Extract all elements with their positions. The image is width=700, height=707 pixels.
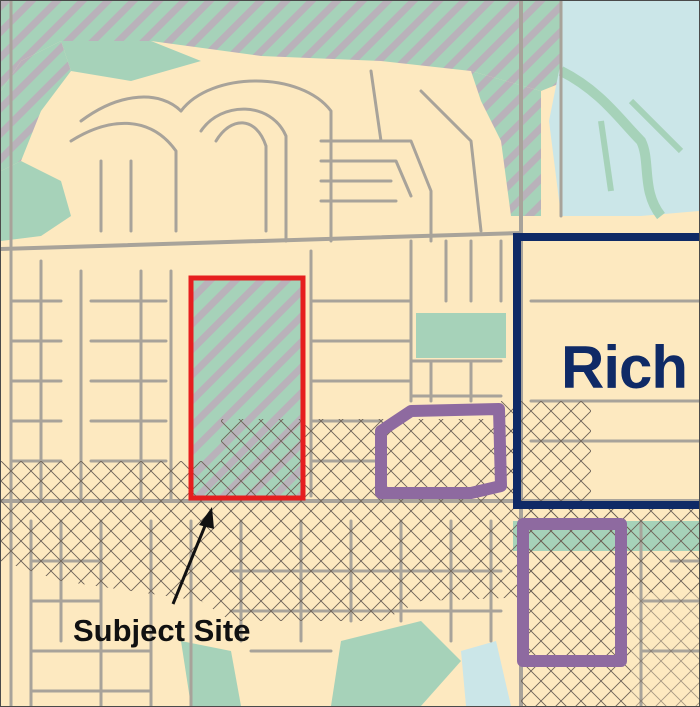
open-space-north-green (61, 41, 201, 81)
creek-northeast (558, 66, 666, 220)
open-space-north (1, 1, 699, 91)
park-central (416, 313, 506, 358)
boundary-navy (513, 233, 699, 509)
arrow-icon (171, 507, 214, 605)
subject-site-outline (188, 275, 306, 501)
place-name-label: Rich (561, 334, 688, 401)
creek-branch (598, 98, 684, 192)
water-south (461, 641, 511, 706)
boundary-purple-north (375, 403, 507, 499)
boundary-purple-south (517, 518, 627, 667)
water-northeast (549, 1, 699, 216)
subject-site-label: Subject Site (73, 613, 251, 648)
open-space-west (1, 41, 71, 171)
park-south (331, 621, 461, 706)
park-southwest (181, 641, 241, 706)
open-space-west-pond (1, 161, 71, 241)
open-space-east-corridor (471, 71, 541, 216)
